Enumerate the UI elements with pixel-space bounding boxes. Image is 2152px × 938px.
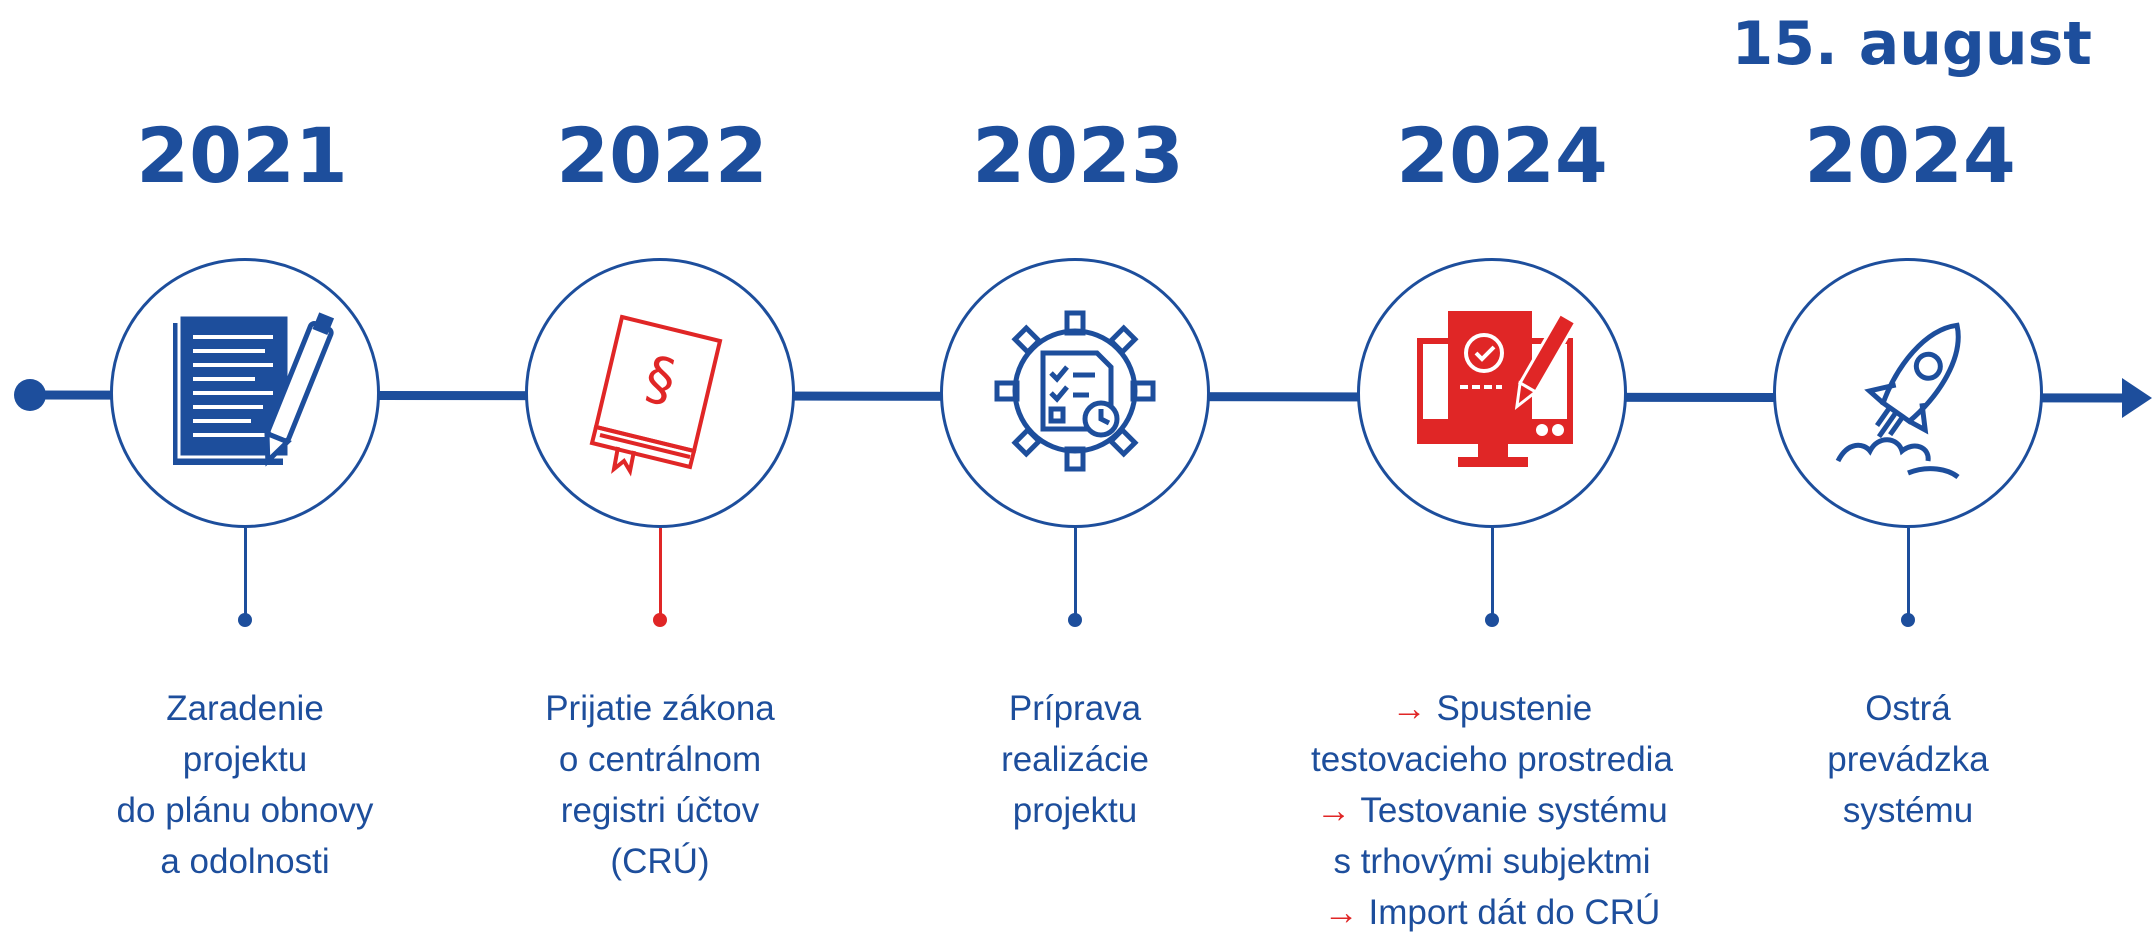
milestone-connector <box>1074 528 1077 620</box>
description-line: do plánu obnovy <box>116 791 374 830</box>
milestone-description-2022: Prijatie zákona o centrálnom registri úč… <box>450 683 870 887</box>
description-line: projektu <box>182 740 308 779</box>
milestone-date-label: 15. august <box>1731 9 2092 79</box>
description-line: o centrálnom <box>558 740 762 779</box>
description-line: registri účtov <box>560 791 760 830</box>
arrow-right-icon: → <box>1323 893 1359 932</box>
milestone-connector <box>1491 528 1494 620</box>
description-line: systému <box>1842 791 1974 830</box>
milestone-icon-circle <box>940 258 1210 528</box>
description-line: projektu <box>1012 791 1138 830</box>
milestone-icon-circle <box>1773 258 2043 528</box>
svg-text:§: § <box>639 343 683 416</box>
description-line: a odolnosti <box>160 842 330 881</box>
description-line: Zaradenie <box>166 689 324 728</box>
year-2023: 2023 <box>972 111 1184 200</box>
milestone-description-2024: → Spustenie testovacieho prostredia → Te… <box>1282 683 1702 938</box>
milestone-connector-dot <box>653 613 667 627</box>
description-line: Ostrá <box>1865 689 1951 728</box>
gear-checklist-icon <box>985 301 1165 485</box>
year-2022: 2022 <box>556 111 768 200</box>
milestone-description-2021: Zaradenie projektu do plánu obnovy a odo… <box>35 683 455 887</box>
description-line: → Import dát do CRÚ <box>1323 893 1661 932</box>
year-2024: 2024 <box>1396 111 1608 200</box>
milestone-connector-dot <box>238 613 252 627</box>
description-line: testovacieho prostredia <box>1311 740 1673 779</box>
description-line: → Testovanie systému <box>1316 791 1668 830</box>
milestone-description-2024-august: Ostrá prevádzka systému <box>1698 683 2118 836</box>
arrow-right-icon: → <box>1391 689 1427 728</box>
arrow-right-icon: → <box>1316 791 1352 830</box>
rocket-launch-icon <box>1818 301 1998 485</box>
milestone-connector <box>1907 528 1910 620</box>
description-line: prevádzka <box>1827 740 1989 779</box>
document-pen-icon <box>155 301 335 485</box>
year-2021: 2021 <box>136 111 348 200</box>
milestone-icon-circle <box>1357 258 1627 528</box>
milestone-connector <box>244 528 247 620</box>
milestone-connector-dot <box>1485 613 1499 627</box>
description-line: (CRÚ) <box>610 842 710 881</box>
description-line: Príprava <box>1008 689 1142 728</box>
description-line: s trhovými subjektmi <box>1333 842 1651 881</box>
description-line: → Spustenie <box>1391 689 1593 728</box>
description-line: Prijatie zákona <box>545 689 775 728</box>
description-line: realizácie <box>1001 740 1149 779</box>
law-book-icon: § <box>570 301 750 485</box>
milestone-description-2023: Príprava realizácie projektu <box>865 683 1285 836</box>
milestone-connector <box>659 528 662 620</box>
milestone-icon-circle: § <box>525 258 795 528</box>
timeline-end-arrow <box>2122 378 2152 418</box>
milestone-connector-dot <box>1901 613 1915 627</box>
milestone-icon-circle <box>110 258 380 528</box>
milestone-connector-dot <box>1068 613 1082 627</box>
year-2024-august: 2024 <box>1804 111 2016 200</box>
monitor-approval-icon <box>1402 301 1582 485</box>
